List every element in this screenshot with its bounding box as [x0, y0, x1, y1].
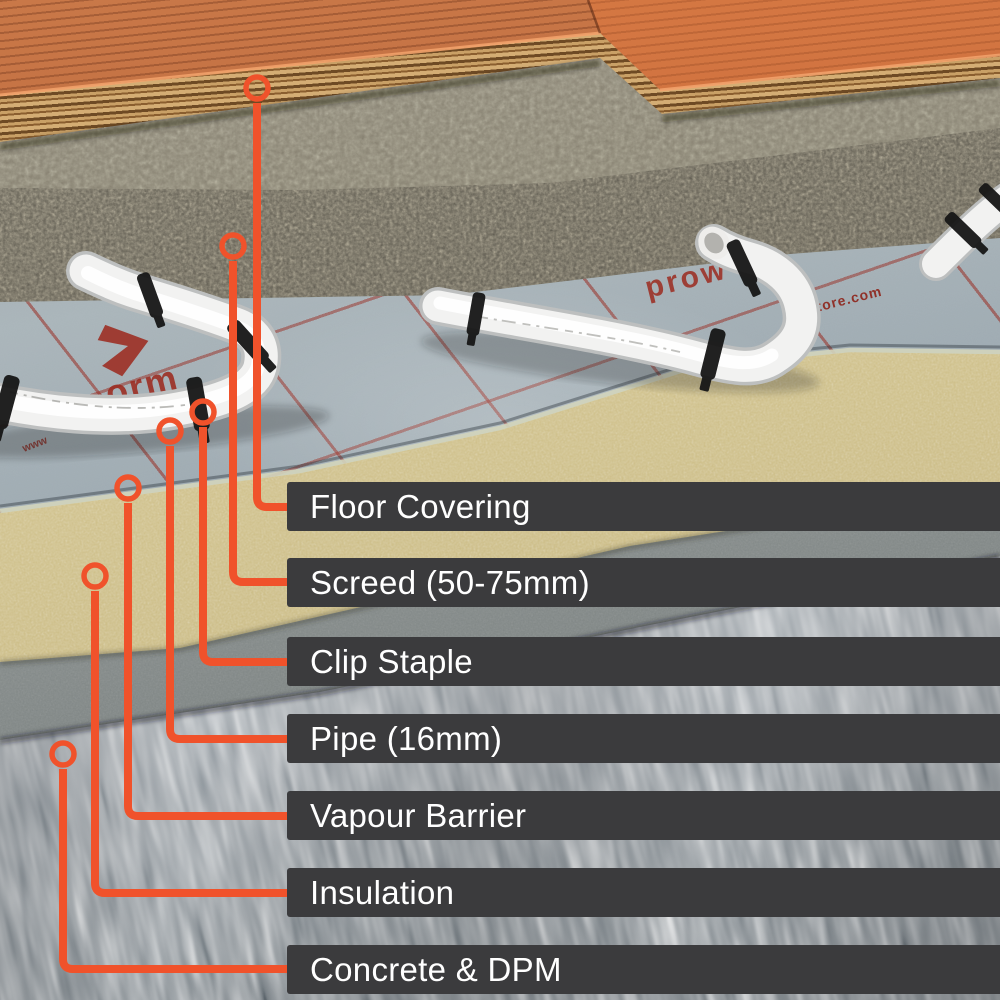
label-floor-covering-text: Floor Covering	[310, 487, 531, 525]
label-screed-text: Screed (50-75mm)	[310, 563, 590, 601]
label-screed: Screed (50-75mm)	[287, 558, 1000, 607]
label-concrete-dpm-text: Concrete & DPM	[310, 950, 562, 988]
label-clip-staple-text: Clip Staple	[310, 642, 473, 680]
label-floor-covering: Floor Covering	[287, 482, 1000, 531]
label-vapour-barrier: Vapour Barrier	[287, 791, 1000, 840]
label-concrete-dpm: Concrete & DPM	[287, 945, 1000, 994]
label-insulation-text: Insulation	[310, 873, 455, 911]
label-clip-staple: Clip Staple	[287, 637, 1000, 686]
label-vapour-barrier-text: Vapour Barrier	[310, 796, 527, 834]
label-pipe: Pipe (16mm)	[287, 714, 1000, 763]
label-insulation: Insulation	[287, 868, 1000, 917]
label-pipe-text: Pipe (16mm)	[310, 719, 503, 757]
